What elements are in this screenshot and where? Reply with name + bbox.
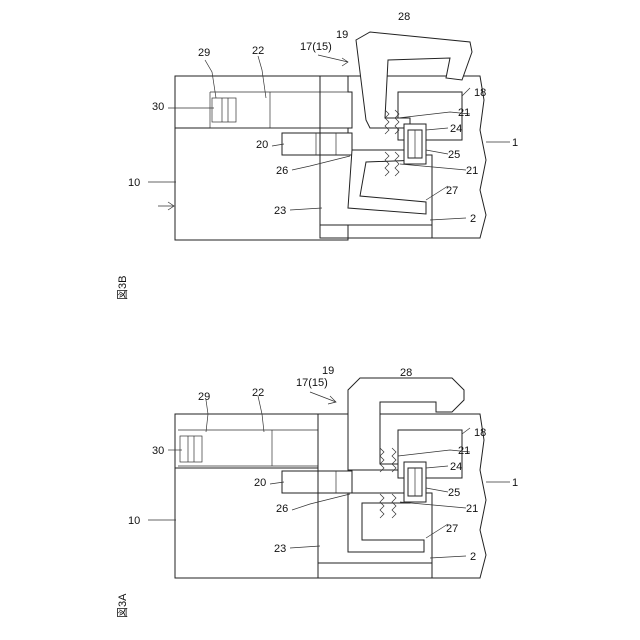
pin-20 <box>282 133 352 155</box>
bore-22 <box>178 430 318 466</box>
label-1: 1 <box>512 137 518 149</box>
label-24: 24 <box>450 123 462 135</box>
label-25: 25 <box>448 487 460 499</box>
label-18: 18 <box>474 87 486 99</box>
label-29: 29 <box>198 391 210 403</box>
label-10: 10 <box>128 515 140 527</box>
label-20: 20 <box>254 477 266 489</box>
label-1: 1 <box>512 477 518 489</box>
label-2: 2 <box>470 551 476 563</box>
label-21-lower: 21 <box>466 503 478 515</box>
label-24: 24 <box>450 461 462 473</box>
label-21-upper: 21 <box>458 107 470 119</box>
label-20: 20 <box>256 139 268 151</box>
label-21-lower: 21 <box>466 165 478 177</box>
label-17-15: 17(15) <box>300 41 332 53</box>
label-17-15: 17(15) <box>296 377 328 389</box>
housing-body-10 <box>175 414 318 578</box>
label-26: 26 <box>276 503 288 515</box>
label-27: 27 <box>446 523 458 535</box>
figure-3b-title: 図3B <box>116 276 129 300</box>
label-28: 28 <box>398 11 410 23</box>
figure-3a-title: 図3A <box>116 593 129 618</box>
label-23: 23 <box>274 543 286 555</box>
arrow-10 <box>158 202 174 210</box>
member-30 <box>212 98 236 122</box>
arrow-17-15 <box>318 55 348 66</box>
label-26: 26 <box>276 165 288 177</box>
label-22: 22 <box>252 387 264 399</box>
bore-22 <box>210 92 348 128</box>
label-19: 19 <box>336 29 348 41</box>
label-29: 29 <box>198 47 210 59</box>
label-23: 23 <box>274 205 286 217</box>
label-30: 30 <box>152 445 164 457</box>
pin-20 <box>282 471 352 493</box>
label-25: 25 <box>448 149 460 161</box>
label-27: 27 <box>446 185 458 197</box>
figure-3a: 図3A <box>116 365 518 618</box>
label-28: 28 <box>400 367 412 379</box>
label-22: 22 <box>252 45 264 57</box>
label-2: 2 <box>470 213 476 225</box>
label-30: 30 <box>152 101 164 113</box>
label-18: 18 <box>474 427 486 439</box>
label-10: 10 <box>128 177 140 189</box>
member-30 <box>180 436 202 462</box>
figure-3b: 図3B <box>116 11 518 300</box>
label-19: 19 <box>322 365 334 377</box>
arrow-17-15 <box>310 392 336 404</box>
label-21-upper: 21 <box>458 445 470 457</box>
